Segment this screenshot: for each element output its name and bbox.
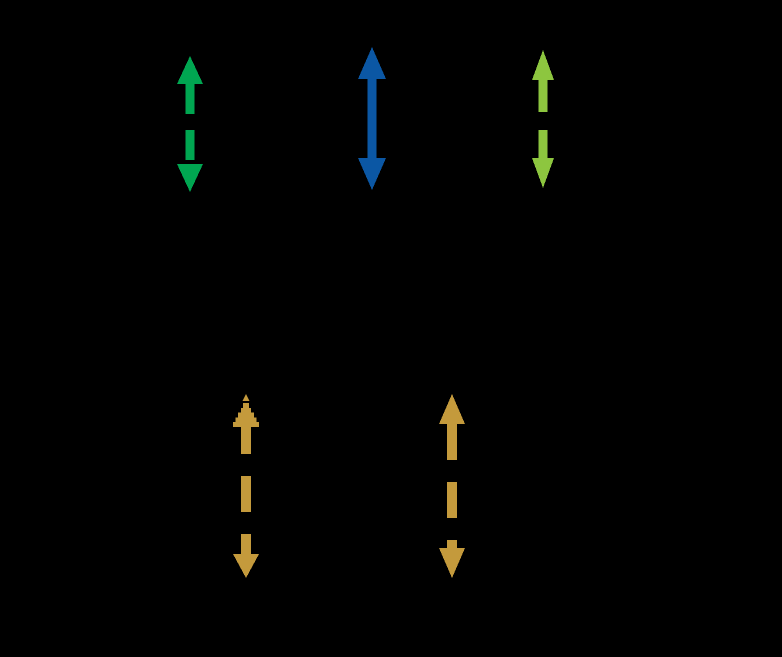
gold-double-arrow-head-up bbox=[439, 394, 465, 424]
blue-double-arrow-head-down bbox=[358, 158, 386, 190]
light-green-double-arrow-head-up bbox=[532, 50, 554, 80]
light-green-double-arrow bbox=[532, 50, 554, 188]
light-green-double-arrow-head-down bbox=[532, 158, 554, 188]
gold-double-arrow bbox=[439, 394, 465, 578]
gold-double-arrow-stepped-head-head-up bbox=[233, 394, 259, 427]
gold-double-arrow-stepped-head bbox=[233, 394, 259, 578]
green-double-arrow bbox=[177, 56, 203, 192]
blue-double-arrow bbox=[358, 47, 386, 190]
green-double-arrow-head-down bbox=[177, 164, 203, 192]
green-double-arrow-head-up bbox=[177, 56, 203, 84]
gold-double-arrow-head-down bbox=[439, 548, 465, 578]
gold-double-arrow-stepped-head-head-down bbox=[233, 554, 259, 578]
blue-double-arrow-head-up bbox=[358, 47, 386, 79]
